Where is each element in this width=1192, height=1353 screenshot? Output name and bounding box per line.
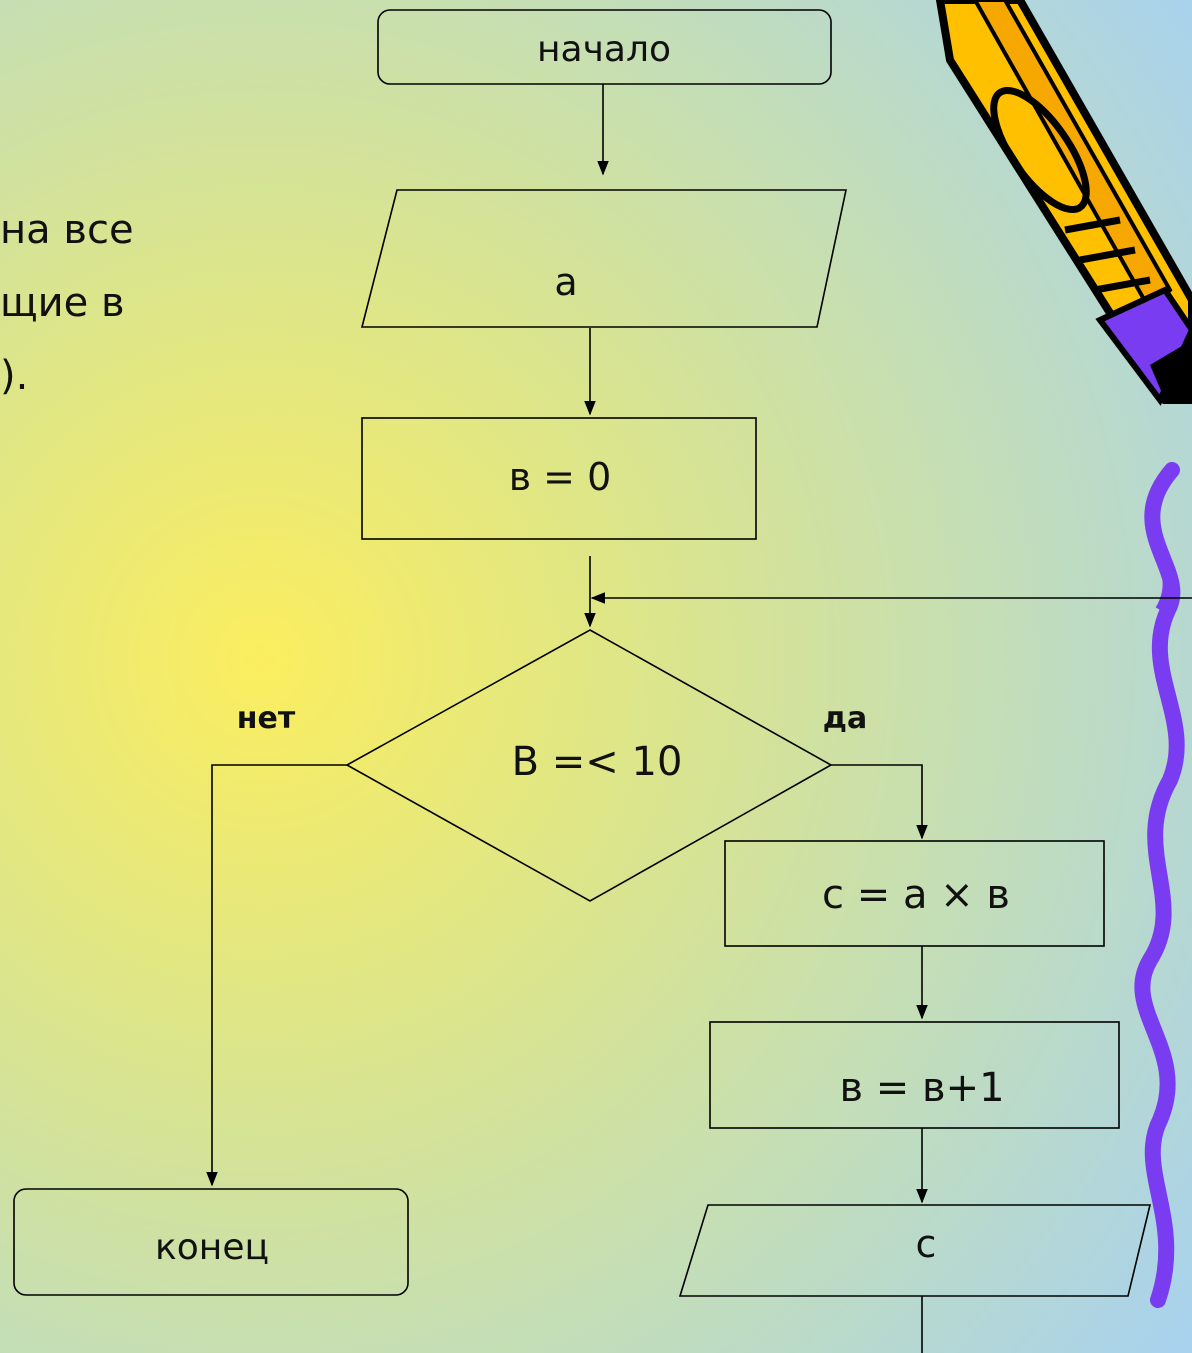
- input-a-parallelogram: [360, 189, 847, 328]
- arrow-no-branch: [206, 764, 347, 1187]
- output-c-parallelogram: [678, 1204, 1152, 1297]
- condition-label: В =< 10: [511, 739, 683, 785]
- increment-b-process: [709, 1021, 1120, 1129]
- decorative-squiggle: [1134, 462, 1185, 1308]
- init-b-process: [361, 417, 757, 540]
- condition-decision: [345, 629, 833, 902]
- branch-no-label: нет: [236, 701, 296, 736]
- arrow-yes-branch: [831, 764, 928, 840]
- branch-yes-label: да: [822, 701, 868, 736]
- calc-c-process: [724, 840, 1105, 947]
- input-a-label: а: [554, 260, 578, 304]
- init-b-label: в = 0: [508, 455, 612, 499]
- start-label: начало: [537, 29, 671, 70]
- pencil-icon: [935, 0, 1192, 406]
- output-c-label: с: [915, 1222, 937, 1266]
- end-terminal: [13, 1188, 409, 1296]
- side-text-line-1: на все: [0, 207, 134, 253]
- increment-b-label: в = в+1: [839, 1065, 1005, 1111]
- side-text-line-3: ).: [0, 353, 29, 399]
- side-text-line-2: щие в: [0, 280, 125, 326]
- start-terminal: [377, 9, 832, 85]
- calc-c-label: с = а × в: [822, 872, 1010, 918]
- end-label: конец: [155, 1227, 269, 1268]
